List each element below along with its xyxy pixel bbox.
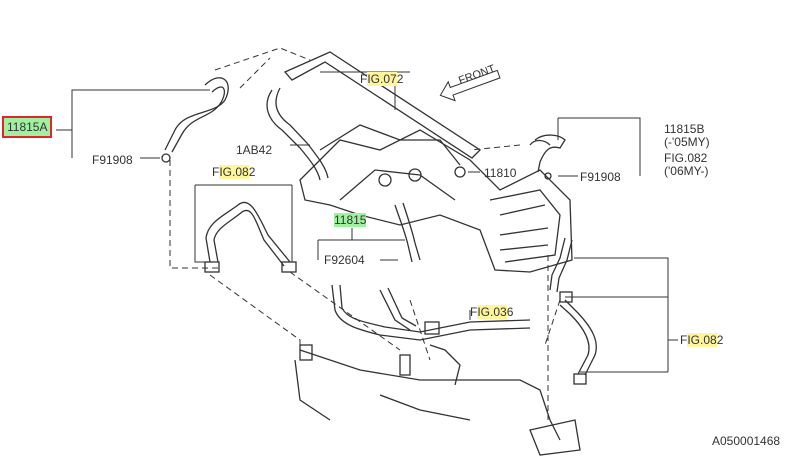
components	[161, 51, 597, 456]
dashed-lines	[169, 47, 561, 420]
part-11815a-label[interactable]: 11815A	[2, 116, 53, 138]
fig-082-right-highlight[interactable]: IG.08	[687, 333, 717, 347]
front-arrow	[439, 69, 501, 102]
fig-082-left-label[interactable]: FIG.082	[212, 165, 255, 179]
fig-082-left-prefix: F	[212, 165, 220, 179]
fig-082-right-label[interactable]: FIG.082	[680, 333, 723, 347]
note-05my: (-'05MY)	[664, 135, 710, 149]
part-11815-label[interactable]: 11815	[334, 213, 367, 227]
part-f92604-label[interactable]: F92604	[324, 253, 365, 267]
fig-082-left-highlight[interactable]: IG.08	[219, 165, 249, 179]
leader-lines	[56, 71, 678, 373]
diagram-id: A050001468	[712, 434, 781, 448]
fig-036-highlight[interactable]: IG.03	[477, 305, 507, 319]
fig-036-suffix: 6	[506, 305, 514, 319]
fig-072-highlight[interactable]: IG.07	[367, 72, 397, 86]
part-11815b-label[interactable]: 11815B	[664, 122, 705, 136]
part-f91908-left-label[interactable]: F91908	[92, 153, 133, 167]
fig-082-left-suffix: 2	[248, 165, 256, 179]
fig-036-prefix: F	[470, 305, 478, 319]
part-11815-text[interactable]: 11815	[334, 213, 367, 227]
fig-082-right-suffix: 2	[716, 333, 724, 347]
fig-082-right-prefix: F	[680, 333, 688, 347]
note-06my: ('06MY-)	[664, 164, 709, 178]
fig-082-top-label[interactable]: FIG.082	[664, 151, 708, 165]
part-11815a-text[interactable]: 11815A	[2, 116, 53, 138]
fig-036-label[interactable]: FIG.036	[470, 305, 513, 319]
part-1ab42-label[interactable]: 1AB42	[236, 143, 273, 157]
fig-072-label[interactable]: FIG.072	[360, 72, 403, 86]
fig-072-prefix: F	[360, 72, 368, 86]
fig-072-suffix: 2	[396, 72, 404, 86]
part-f91908-right-label[interactable]: F91908	[580, 170, 621, 184]
part-11810-label[interactable]: 11810	[484, 166, 517, 180]
